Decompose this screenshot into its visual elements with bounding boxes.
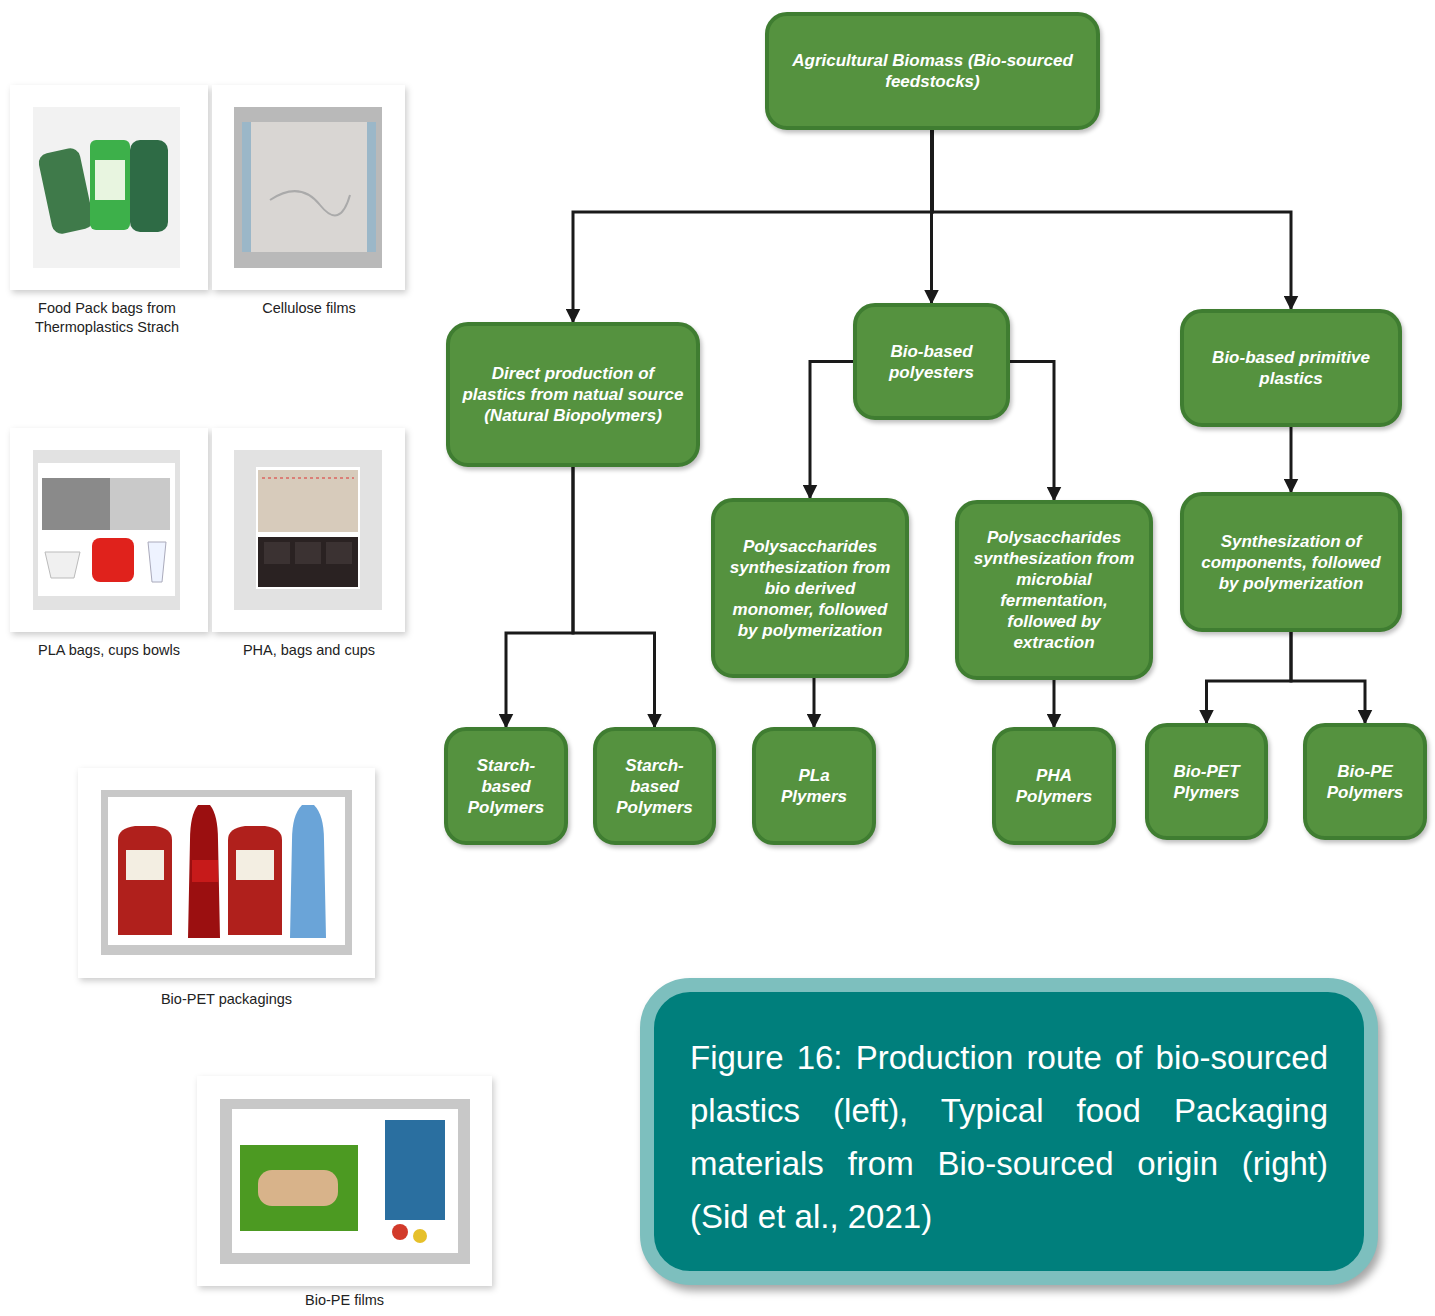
flow-arrow bbox=[1053, 680, 1056, 727]
bio-pet-photo bbox=[101, 790, 352, 955]
process-box: Bio-based polyesters bbox=[853, 303, 1010, 420]
process-box: Synthesization of components, followed b… bbox=[1180, 492, 1402, 632]
photo-card bbox=[10, 85, 208, 290]
photo-caption: PLA bags, cups bowls bbox=[12, 641, 206, 660]
box-text: Starch-based Polymers bbox=[458, 755, 554, 818]
process-box: Polysaccharides synthesization from micr… bbox=[955, 500, 1153, 680]
starch-bags-photo bbox=[33, 107, 180, 268]
box-text: Direct production of plastics from natua… bbox=[460, 363, 686, 426]
cellulose-film-photo bbox=[234, 107, 382, 268]
photo-card bbox=[78, 768, 375, 978]
photo-cards bbox=[10, 85, 492, 1286]
process-box: Agricultural Biomass (Bio-sourced feedst… bbox=[765, 12, 1100, 130]
flow-arrow bbox=[810, 362, 853, 499]
process-box: PHA Polymers bbox=[992, 727, 1116, 845]
box-text: Starch-based Polymers bbox=[607, 755, 702, 818]
box-text: Polysaccharides synthesization from micr… bbox=[969, 527, 1139, 653]
box-text: Bio-based polyesters bbox=[867, 341, 996, 383]
photo-card bbox=[212, 428, 405, 632]
caption-box: Figure 16: Production route of bio-sourc… bbox=[640, 978, 1378, 1285]
flow-arrow bbox=[813, 678, 816, 727]
process-box: Starch-based Polymers bbox=[593, 727, 716, 845]
flow-arrow bbox=[573, 130, 933, 322]
flow-arrow bbox=[1010, 362, 1054, 501]
box-text: PLa Plymers bbox=[766, 765, 862, 807]
photo-caption: Cellulose films bbox=[214, 299, 404, 318]
box-text: Bio-PET Plymers bbox=[1159, 761, 1254, 803]
photo-card bbox=[197, 1076, 492, 1286]
box-text: PHA Polymers bbox=[1006, 765, 1102, 807]
process-box: Starch-based Polymers bbox=[444, 727, 568, 845]
process-box: Direct production of plastics from natua… bbox=[446, 322, 700, 467]
photo-caption: Bio-PET packagings bbox=[78, 990, 375, 1009]
photo-card bbox=[10, 428, 208, 632]
flow-arrow bbox=[573, 467, 655, 727]
flow-arrow bbox=[506, 467, 573, 727]
flow-arrow bbox=[1207, 632, 1292, 723]
photo-caption: Bio-PE films bbox=[197, 1291, 492, 1310]
photo-caption: PHA, bags and cups bbox=[214, 641, 404, 660]
figure-caption: Figure 16: Production route of bio-sourc… bbox=[690, 1031, 1328, 1243]
process-box: PLa Plymers bbox=[752, 727, 876, 845]
flow-arrow bbox=[1290, 427, 1293, 492]
box-text: Bio-based primitive plastics bbox=[1194, 347, 1388, 389]
process-box: Bio-PET Plymers bbox=[1145, 723, 1268, 840]
flow-arrow bbox=[933, 130, 1292, 309]
process-box: Bio-based primitive plastics bbox=[1180, 309, 1402, 427]
pha-items-photo bbox=[234, 450, 382, 610]
photo-caption: Food Pack bags from Thermoplastics Strac… bbox=[12, 299, 202, 337]
box-text: Polysaccharides synthesization from bio … bbox=[725, 536, 895, 641]
flow-arrow bbox=[1291, 632, 1365, 723]
bio-pe-photo bbox=[220, 1099, 470, 1264]
box-text: Agricultural Biomass (Bio-sourced feedst… bbox=[779, 50, 1086, 92]
box-text: Bio-PE Polymers bbox=[1317, 761, 1413, 803]
box-text: Synthesization of components, followed b… bbox=[1194, 531, 1388, 594]
pla-items-photo bbox=[33, 450, 180, 610]
process-box: Bio-PE Polymers bbox=[1303, 723, 1427, 840]
photo-card bbox=[212, 85, 405, 290]
process-box: Polysaccharides synthesization from bio … bbox=[711, 498, 909, 678]
